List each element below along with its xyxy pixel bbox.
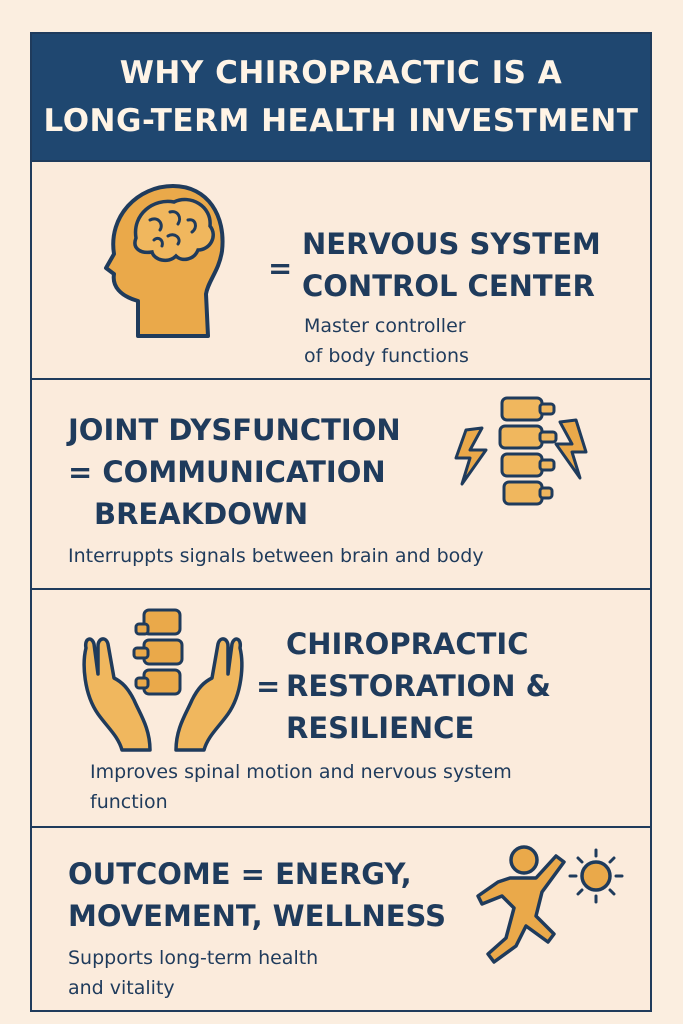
section-chiropractic-restoration: = CHIROPRACTIC RESTORATION & RESILIENCE …	[32, 588, 650, 826]
running-person-sun-icon	[450, 838, 630, 978]
desc-master-controller: Master controller	[304, 315, 466, 337]
heading-breakdown: BREAKDOWN	[94, 497, 309, 531]
desc-supports-health: Supports long-term health	[68, 947, 319, 969]
heading-restoration: RESTORATION &	[286, 669, 551, 703]
title-line-1: WHY CHIROPRACTIC IS A	[119, 55, 563, 91]
desc-improves-spinal-motion: Improves spinal motion and nervous syste…	[90, 761, 512, 783]
heading-joint-dysfunction: JOINT DYSFUNCTION	[68, 413, 401, 447]
desc-interrupts-signals: Interruppts signals between brain and bo…	[68, 545, 484, 567]
heading-nervous-system: NERVOUS SYSTEM	[302, 227, 601, 261]
hands-spine-icon	[78, 604, 248, 754]
section-nervous-system: = NERVOUS SYSTEM CONTROL CENTER Master c…	[32, 160, 650, 378]
desc-function: function	[90, 791, 168, 813]
heading-outcome-energy: OUTCOME = ENERGY,	[68, 857, 412, 891]
infographic-frame: WHY CHIROPRACTIC IS A LONG-TERM HEALTH I…	[30, 32, 652, 1012]
heading-movement-wellness: MOVEMENT, WELLNESS	[68, 899, 446, 933]
desc-body-functions: of body functions	[304, 345, 469, 367]
title-line-2: LONG-TERM HEALTH INVESTMENT	[43, 103, 639, 139]
heading-chiropractic: CHIROPRACTIC	[286, 627, 529, 661]
section-joint-dysfunction: JOINT DYSFUNCTION = COMMUNICATION BREAKD…	[32, 378, 650, 588]
desc-vitality: and vitality	[68, 977, 175, 999]
heading-control-center: CONTROL CENTER	[302, 269, 595, 303]
section-outcome: OUTCOME = ENERGY, MOVEMENT, WELLNESS Sup…	[32, 826, 650, 1012]
title-banner: WHY CHIROPRACTIC IS A LONG-TERM HEALTH I…	[32, 34, 650, 160]
equals-sign-3: =	[256, 669, 281, 703]
head-brain-icon	[98, 176, 228, 346]
heading-communication: = COMMUNICATION	[68, 455, 386, 489]
spine-lightning-icon	[452, 392, 592, 522]
equals-sign-1: =	[268, 251, 293, 285]
heading-resilience: RESILIENCE	[286, 711, 475, 745]
